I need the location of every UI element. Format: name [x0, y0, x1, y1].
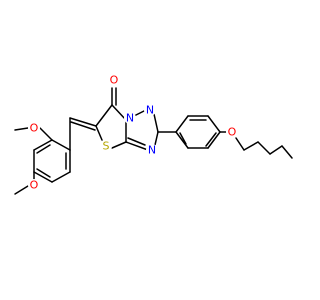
lower-methoxy-oxygen-atom: O [28, 179, 40, 192]
bond-lines [14, 87, 293, 195]
triazole-lower-nitrogen-label: N [148, 144, 156, 157]
upper-methoxy-oxygen-atom: O [28, 122, 40, 135]
thiazole-sulfur-atom: S [100, 140, 112, 153]
triazole-upper-nitrogen-atom: N [144, 104, 156, 117]
bridgehead-nitrogen-label: N [126, 112, 134, 125]
triazole-lower-nitrogen-atom: N [146, 144, 158, 157]
pentoxy-oxygen-label: O [228, 126, 237, 139]
pentoxy-oxygen-atom: O [226, 126, 238, 139]
bridgehead-nitrogen-atom: N [124, 112, 136, 125]
carbonyl-oxygen-atom: O [108, 74, 120, 87]
triazole-upper-nitrogen-label: N [146, 104, 154, 117]
carbonyl-oxygen-label: O [110, 74, 119, 87]
thiazole-sulfur-label: S [103, 140, 110, 153]
molecule-structure-diagram: O N N N S O O O [14, 74, 293, 195]
atom-labels: O N N N S O O O [28, 74, 238, 192]
upper-methoxy-oxygen-label: O [30, 122, 39, 135]
lower-methoxy-oxygen-label: O [30, 179, 39, 192]
